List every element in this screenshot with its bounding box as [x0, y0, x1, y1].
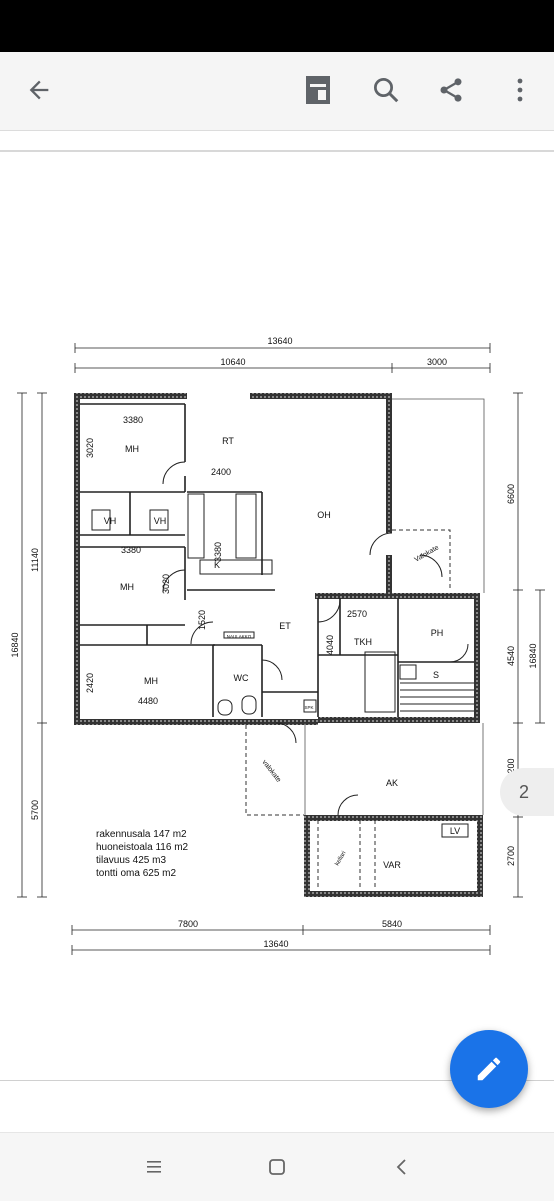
room-label: MH: [120, 582, 134, 592]
room-label: PH: [431, 628, 444, 638]
spk-label: SPK: [304, 705, 313, 710]
back-button[interactable]: [15, 66, 63, 114]
room-label: MH: [144, 676, 158, 686]
dim-label: 13640: [263, 939, 288, 949]
search-icon: [374, 78, 399, 103]
room-label-lv: LV: [450, 826, 460, 836]
status-bar: [0, 0, 554, 52]
interior-walls: [80, 403, 474, 717]
dim-label: 11140: [30, 548, 40, 572]
dimension-lines: [17, 343, 545, 955]
dim-label: 2420: [85, 673, 95, 693]
home-button[interactable]: [261, 1151, 293, 1183]
page-layout-icon: [306, 76, 330, 104]
dim-label: 2570: [347, 609, 367, 619]
dim-label: 3020: [161, 574, 171, 594]
room-label: TKH: [354, 637, 372, 647]
dim-label: 3380: [121, 545, 141, 555]
dim-label: 3000: [427, 357, 447, 367]
room-label: VH: [154, 516, 167, 526]
room-label: OH: [317, 510, 331, 520]
room-label: MH: [125, 444, 139, 454]
room-label: RT: [222, 436, 234, 446]
canopy-label: valokate: [260, 759, 282, 784]
dim-label: 1520: [197, 610, 207, 630]
stat-line: huoneistoala 116 m2: [96, 842, 189, 853]
stat-line: rakennusala 147 m2: [96, 829, 187, 840]
page-layout-button[interactable]: [294, 66, 342, 114]
room-labels: MH RT OH VH VH K MH ET MH WC TKH PH S AK…: [104, 436, 444, 870]
dimension-labels: 13640 10640 3000 7800 5840 13640 3380 24…: [121, 336, 447, 949]
dim-label: 3380: [213, 542, 223, 562]
dim-label: 5700: [30, 800, 40, 820]
room-label: WC: [234, 673, 249, 683]
system-navigation-bar: [0, 1132, 554, 1201]
stat-line: tilavuus 425 m3: [96, 855, 166, 866]
room-label: VH: [104, 516, 117, 526]
dim-label: 7800: [178, 919, 198, 929]
canopy-label: Valokate: [414, 544, 441, 563]
recents-button[interactable]: [138, 1151, 170, 1183]
edit-pencil-icon: [477, 1057, 501, 1081]
dim-label: 3020: [85, 438, 95, 458]
share-icon: [440, 78, 462, 102]
dim-label: 5840: [382, 919, 402, 929]
area-stats: rakennusala 147 m2 huoneistoala 116 m2 t…: [96, 829, 189, 879]
canopies: [245, 529, 451, 890]
dim-label: 16840: [528, 643, 538, 668]
system-back-button[interactable]: [386, 1151, 418, 1183]
dim-label: 16840: [10, 632, 20, 657]
app-toolbar: [0, 52, 554, 131]
cellar-label: kellari: [335, 850, 348, 867]
search-button[interactable]: [362, 66, 410, 114]
more-options-button[interactable]: [496, 66, 544, 114]
dim-label: 6600: [506, 484, 516, 504]
stat-line: tontti oma 625 m2: [96, 868, 176, 879]
room-label: ET: [279, 621, 291, 631]
dim-label: 10640: [220, 357, 245, 367]
document-top-edge: [0, 150, 554, 152]
room-label: AK: [386, 778, 398, 788]
edit-button[interactable]: [450, 1030, 528, 1108]
dim-label: 4540: [506, 646, 516, 666]
exterior-walls: [74, 393, 483, 897]
dim-label: 200: [506, 758, 516, 773]
dim-label: 4480: [138, 696, 158, 706]
dim-label: 3380: [123, 415, 143, 425]
more-vert-icon: [517, 78, 523, 102]
fixtures: [91, 493, 474, 716]
lv-box: [441, 823, 469, 838]
share-button[interactable]: [427, 66, 475, 114]
room-label: VAR: [383, 860, 401, 870]
arrow-left-icon: [29, 80, 49, 100]
document-bottom-edge: [0, 1080, 554, 1081]
floor-plan[interactable]: MH RT OH VH VH K MH ET MH WC TKH PH S AK…: [0, 320, 554, 960]
page-indicator: 2: [500, 768, 554, 816]
dim-label: 13640: [267, 336, 292, 346]
terrace-outlines: [304, 398, 485, 815]
recents-icon: [147, 1161, 161, 1173]
dim-label: 2400: [211, 467, 231, 477]
back-icon: [396, 1159, 406, 1175]
vertical-dimension-labels: 16840 11140 5700 6600 4540 16840 200 270…: [10, 438, 538, 866]
home-icon: [269, 1159, 285, 1175]
dim-label: 4040: [325, 635, 335, 655]
room-label: S: [433, 670, 439, 680]
dim-label: 2700: [506, 846, 516, 866]
coat-rack-label: NAULAKKO: [227, 634, 252, 639]
door-swings: [162, 461, 469, 816]
room-label: K: [214, 560, 220, 570]
